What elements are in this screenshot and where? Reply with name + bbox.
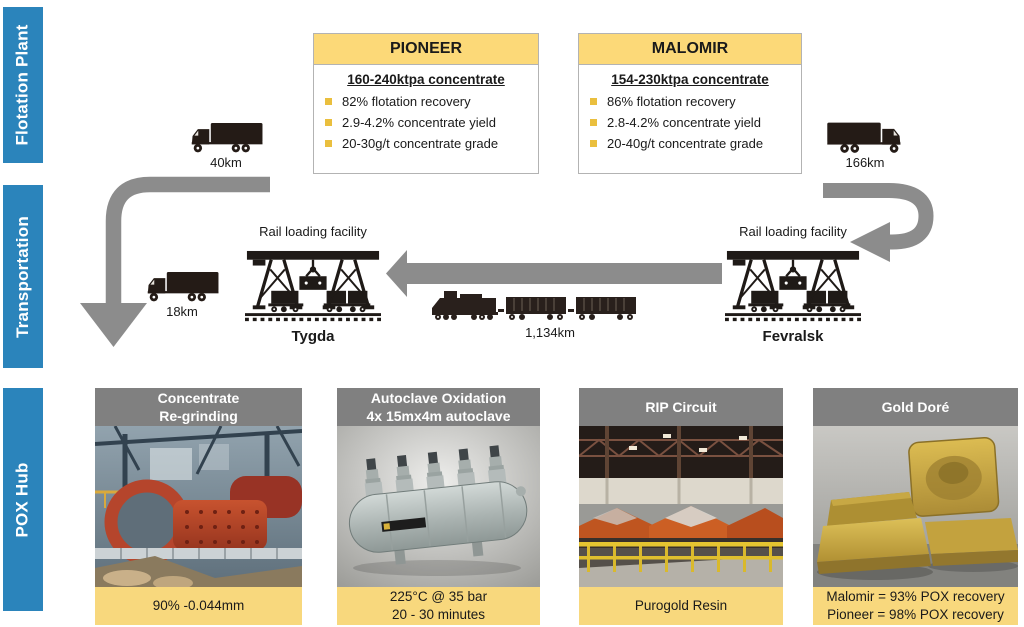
pioneer-haul-truck: 40km [186, 121, 266, 170]
rail-crane-icon [725, 246, 861, 322]
malomir-title: MALOMIR [579, 34, 801, 65]
panel-rip-circuit: RIP Circuit [579, 388, 783, 625]
panel-autoclave-oxidation: Autoclave Oxidation 4x 15mx4m autoclave [337, 388, 540, 625]
train-icon [432, 291, 636, 320]
rail-transport: 1,134km [430, 288, 670, 340]
bullet-square-icon [325, 140, 332, 147]
panel-title-line: 4x 15mx4m autoclave [366, 408, 511, 424]
facility-city: Tygda [291, 328, 335, 345]
section-bar-flotation-plant: Flotation Plant [3, 7, 43, 163]
malomir-haul-truck: 166km [822, 121, 908, 170]
truck-distance: 40km [210, 155, 242, 170]
bullet-text: 2.9-4.2% concentrate yield [342, 115, 496, 130]
panel-footer-line: Purogold Resin [634, 598, 728, 613]
list-item: 82% flotation recovery [322, 94, 530, 110]
autoclave-photo [337, 426, 540, 587]
bullet-text: 82% flotation recovery [342, 94, 471, 109]
bullet-square-icon [590, 98, 597, 105]
truck-distance: 18km [166, 304, 198, 319]
section-label: Flotation Plant [13, 24, 33, 146]
pioneer-info-box: PIONEER 160-240ktpa concentrate 82% flot… [313, 33, 539, 174]
bullet-text: 86% flotation recovery [607, 94, 736, 109]
bullet-text: 2.8-4.2% concentrate yield [607, 115, 761, 130]
panel-footer-line: Malomir = 93% POX recovery [826, 589, 1005, 604]
rip-circuit-photo [579, 426, 783, 587]
pioneer-title: PIONEER [314, 34, 538, 65]
section-label: POX Hub [13, 461, 33, 538]
rail-distance: 1,134km [525, 325, 575, 340]
pox-haul-truck: 18km [142, 270, 222, 319]
panel-header: RIP Circuit [579, 388, 783, 426]
gold-dore-photo [813, 426, 1018, 587]
panel-footer-line: Pioneer = 98% POX recovery [827, 607, 1004, 622]
panel-concentrate-regrinding: Concentrate Re-grinding [95, 388, 302, 625]
bullet-square-icon [590, 119, 597, 126]
panel-title-line: Re-grinding [159, 408, 238, 424]
flow-arrow-uturn-icon [823, 183, 934, 262]
flow-arrow-down-icon [80, 176, 270, 347]
malomir-info-box: MALOMIR 154-230ktpa concentrate 86% flot… [578, 33, 802, 174]
panel-header: Autoclave Oxidation 4x 15mx4m autoclave [337, 388, 540, 426]
facility-label: Rail loading facility [259, 224, 367, 239]
pioneer-throughput: 160-240ktpa concentrate [347, 72, 505, 87]
malomir-throughput: 154-230ktpa concentrate [611, 72, 769, 87]
list-item: 20-40g/t concentrate grade [587, 136, 793, 152]
panel-footer-line: 90% -0.044mm [152, 598, 245, 613]
panel-title-line: Gold Doré [881, 399, 950, 415]
rail-crane-icon [245, 246, 381, 322]
truck-distance: 166km [845, 155, 885, 170]
list-item: 20-30g/t concentrate grade [322, 136, 530, 152]
panel-footer-line: 225°C @ 35 bar [389, 589, 488, 604]
list-item: 2.8-4.2% concentrate yield [587, 115, 793, 131]
panel-title-line: Concentrate [157, 390, 240, 406]
truck-icon [824, 121, 906, 154]
panel-footer: Malomir = 93% POX recovery Pioneer = 98%… [813, 587, 1018, 625]
list-item: 2.9-4.2% concentrate yield [322, 115, 530, 131]
fevralsk-rail-facility: Rail loading facility Fevralsk [723, 224, 863, 345]
bullet-square-icon [325, 98, 332, 105]
bullet-square-icon [590, 140, 597, 147]
bullet-text: 20-40g/t concentrate grade [607, 136, 764, 151]
panel-header: Gold Doré [813, 388, 1018, 426]
panel-title-line: RIP Circuit [645, 399, 717, 415]
facility-city: Fevralsk [762, 328, 824, 345]
list-item: 86% flotation recovery [587, 94, 793, 110]
panel-footer: Purogold Resin [579, 587, 783, 625]
pioneer-details: 160-240ktpa concentrate 82% flotation re… [314, 65, 538, 163]
bullet-text: 20-30g/t concentrate grade [342, 136, 499, 151]
regrinding-mill-photo [95, 426, 302, 587]
truck-icon [188, 121, 264, 154]
panel-footer-line: 20 - 30 minutes [391, 607, 486, 622]
section-bar-pox-hub: POX Hub [3, 388, 43, 611]
section-bar-transportation: Transportation [3, 185, 43, 368]
section-label: Transportation [13, 215, 32, 338]
panel-header: Concentrate Re-grinding [95, 388, 302, 426]
tygda-rail-facility: Rail loading facility Tygda [243, 224, 383, 345]
facility-label: Rail loading facility [739, 224, 847, 239]
flow-arrow-rail-icon [386, 250, 722, 297]
panel-footer: 90% -0.044mm [95, 587, 302, 625]
malomir-details: 154-230ktpa concentrate 86% flotation re… [579, 65, 801, 163]
panel-footer: 225°C @ 35 bar 20 - 30 minutes [337, 587, 540, 625]
panel-gold-dore: Gold Doré [813, 388, 1018, 625]
bullet-square-icon [325, 119, 332, 126]
panel-title-line: Autoclave Oxidation [370, 390, 507, 406]
